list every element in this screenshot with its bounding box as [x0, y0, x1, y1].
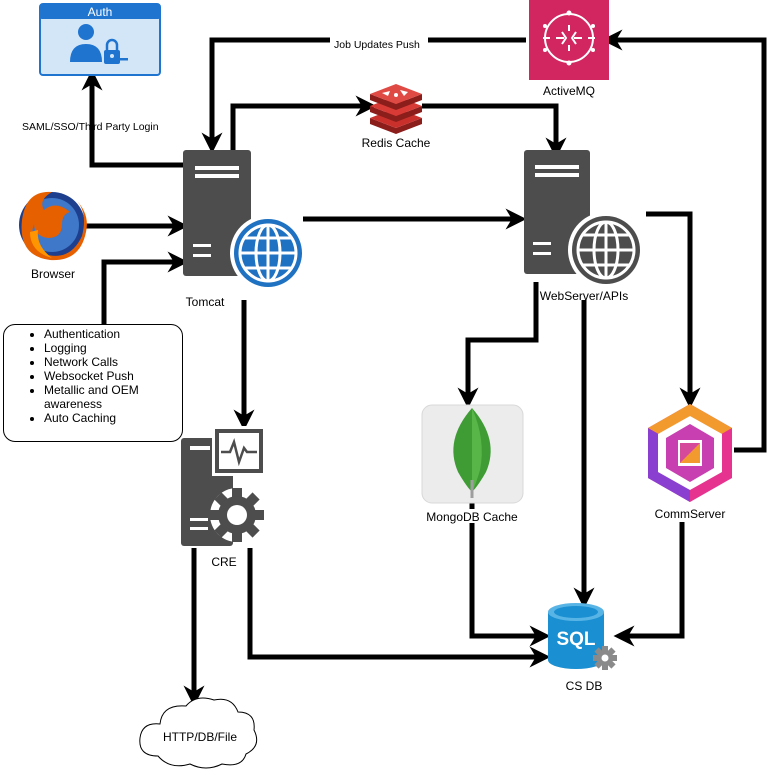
commserver-label: CommServer	[655, 507, 726, 521]
redis-node[interactable]: Redis Cache	[362, 84, 431, 150]
cre-label: CRE	[211, 555, 236, 569]
edge-redis-to-webserver	[422, 103, 567, 159]
cloud-icon	[139, 697, 258, 769]
edge-webserver-to-mongodb	[457, 282, 539, 409]
cloud-node[interactable]: HTTP/DB/File	[139, 697, 258, 769]
edge-commserver-to-csdb	[613, 522, 685, 647]
feature-item: Network Calls	[44, 355, 182, 369]
server-globe-icon-webserver	[524, 150, 644, 288]
server-monitor-gear-icon	[181, 426, 266, 546]
tomcat-node[interactable]: Tomcat	[183, 150, 306, 309]
activemq-icon	[529, 0, 609, 80]
edge-label-saml: SAML/SSO/Third Party Login	[22, 121, 159, 133]
feature-item: Authentication	[44, 327, 182, 341]
features-box: Authentication Logging Network Calls Web…	[3, 324, 183, 442]
commserver-hexagon-icon	[648, 404, 732, 502]
webserver-label: WebServer/APIs	[540, 289, 628, 303]
server-globe-icon	[183, 150, 306, 291]
activemq-label: ActiveMQ	[543, 84, 595, 98]
auth-node[interactable]: Auth	[39, 3, 161, 76]
edge-tomcat-to-redis	[230, 95, 377, 152]
cloud-label: HTTP/DB/File	[163, 730, 237, 744]
edge-features-to-tomcat	[101, 251, 189, 326]
csdb-icon-text: SQL	[556, 629, 595, 650]
browser-node[interactable]: Browser	[19, 191, 87, 281]
webserver-node[interactable]: WebServer/APIs	[524, 150, 644, 303]
csdb-node[interactable]: SQL CS DB	[548, 603, 617, 693]
auth-title: Auth	[88, 5, 113, 19]
feature-item: Websocket Push	[44, 369, 182, 383]
mongodb-node[interactable]: MongoDB Cache	[421, 404, 524, 524]
firefox-icon	[19, 191, 87, 261]
browser-label: Browser	[31, 267, 75, 281]
mongodb-leaf-icon	[453, 408, 491, 498]
feature-item: Logging	[44, 341, 182, 355]
commserver-node[interactable]: CommServer	[648, 404, 732, 521]
features-list: Authentication Logging Network Calls Web…	[4, 327, 182, 425]
sql-database-icon: SQL	[548, 603, 617, 670]
edge-webserver-to-commserver	[646, 211, 701, 409]
feature-item: Auto Caching	[44, 411, 182, 425]
edge-cre-to-csdb	[247, 548, 551, 668]
redis-label: Redis Cache	[362, 136, 431, 150]
feature-item: Metallic and OEM awareness	[44, 383, 182, 411]
user-lock-icon	[70, 24, 128, 64]
csdb-label: CS DB	[566, 679, 603, 693]
activemq-node[interactable]: ActiveMQ	[529, 0, 609, 98]
edge-commserver-to-activemq	[601, 29, 767, 453]
cre-node[interactable]: CRE	[181, 426, 266, 569]
redis-icon	[370, 84, 422, 134]
tomcat-label: Tomcat	[186, 295, 225, 309]
edge-mongodb-to-csdb	[469, 492, 551, 647]
edge-tomcat-to-auth	[81, 69, 183, 168]
mongodb-label: MongoDB Cache	[426, 510, 518, 524]
edge-activemq-to-tomcat	[201, 37, 526, 154]
edge-label-job-updates: Job Updates Push	[334, 39, 420, 51]
